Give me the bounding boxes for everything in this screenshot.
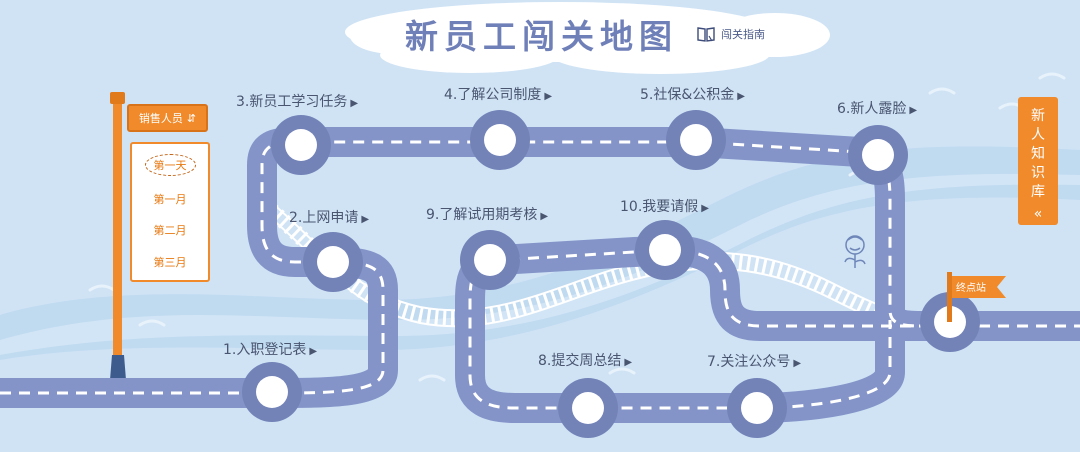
role-selector-button[interactable]: 销售人员 ⇵ — [127, 104, 208, 132]
checkpoint-8 — [558, 378, 618, 438]
step-8-link[interactable]: 8.提交周总结▶ — [538, 350, 632, 370]
checkpoint-7 — [727, 378, 787, 438]
step-9-link[interactable]: 9.了解试用期考核▶ — [426, 204, 548, 224]
period-list: 第一天 第一月 第二月 第三月 — [130, 142, 210, 282]
caret-right-icon: ▶ — [909, 105, 918, 116]
step-1-link[interactable]: 1.入职登记表▶ — [223, 339, 317, 359]
checkpoint-10 — [635, 220, 695, 280]
step-label: 3.新员工学习任务 — [236, 94, 348, 110]
signpost-base — [110, 355, 126, 380]
checkpoint-4 — [470, 110, 530, 170]
step-label: 8.提交周总结 — [538, 353, 622, 369]
caret-right-icon: ▶ — [793, 358, 802, 369]
step-label: 7.关注公众号 — [707, 354, 791, 370]
header: 新员工闯关地图 闯关指南 — [345, 0, 835, 80]
step-label: 4.了解公司制度 — [444, 87, 542, 103]
river-light — [0, 173, 1080, 355]
guide-link[interactable]: 闯关指南 — [697, 26, 765, 42]
signpost-cap — [110, 92, 125, 104]
caret-right-icon: ▶ — [737, 91, 745, 102]
checkpoint-5 — [666, 110, 726, 170]
checkpoints — [242, 110, 980, 438]
step-label: 2.上网申请 — [289, 210, 359, 226]
caret-right-icon: ▶ — [361, 214, 370, 225]
caret-right-icon: ▶ — [544, 91, 553, 102]
checkpoint-9 — [460, 230, 520, 290]
caret-right-icon: ▶ — [624, 357, 633, 368]
caret-right-icon: ▶ — [309, 346, 318, 357]
checkpoint-2 — [303, 232, 363, 292]
step-10-link[interactable]: 10.我要请假▶ — [620, 196, 709, 216]
step-2-link[interactable]: 2.上网申请▶ — [289, 207, 369, 227]
knowledge-base-label: 新人知识库 — [1031, 108, 1045, 200]
period-item-month2[interactable]: 第二月 — [132, 222, 208, 238]
step-4-link[interactable]: 4.了解公司制度▶ — [444, 84, 552, 104]
period-label: 第三月 — [153, 256, 187, 269]
knowledge-base-tab[interactable]: 新人知识库 « — [1018, 97, 1058, 225]
signpost-pole — [113, 100, 122, 370]
period-item-day1[interactable]: 第一天 — [132, 154, 208, 176]
double-chevron-left-icon: « — [1033, 206, 1043, 222]
step-7-link[interactable]: 7.关注公众号▶ — [707, 351, 801, 371]
step-label: 6.新人露脸 — [837, 101, 907, 117]
period-label: 第一月 — [153, 193, 187, 206]
step-label: 1.入职登记表 — [223, 342, 307, 358]
step-5-link[interactable]: 5.社保&公积金▶ — [640, 84, 745, 104]
period-label: 第二月 — [153, 224, 187, 237]
rose-decoration — [844, 235, 866, 268]
period-item-month3[interactable]: 第三月 — [132, 254, 208, 270]
step-label: 10.我要请假 — [620, 199, 699, 215]
guide-label: 闯关指南 — [721, 28, 765, 41]
railway — [259, 196, 908, 331]
finish-flag — [952, 276, 1006, 298]
caret-right-icon: ▶ — [350, 98, 359, 109]
step-label: 5.社保&公积金 — [640, 87, 735, 103]
finish-label: 终点站 — [956, 283, 986, 294]
caret-right-icon: ▶ — [701, 203, 709, 214]
checkpoint-3 — [271, 115, 331, 175]
book-icon — [697, 27, 715, 42]
caret-right-icon: ▶ — [540, 211, 549, 222]
page-title: 新员工闯关地图 — [405, 17, 678, 56]
finish-flag-pole — [947, 272, 952, 322]
step-label: 9.了解试用期考核 — [426, 207, 538, 223]
step-3-link[interactable]: 3.新员工学习任务▶ — [236, 91, 358, 111]
swap-icon: ⇵ — [186, 111, 197, 125]
checkpoint-6 — [848, 125, 908, 185]
period-item-month1[interactable]: 第一月 — [132, 191, 208, 207]
title-cloud — [345, 2, 830, 74]
step-6-link[interactable]: 6.新人露脸▶ — [837, 98, 917, 118]
period-label: 第一天 — [144, 154, 196, 176]
role-selector-label: 销售人员 — [138, 112, 183, 125]
checkpoint-1 — [242, 362, 302, 422]
